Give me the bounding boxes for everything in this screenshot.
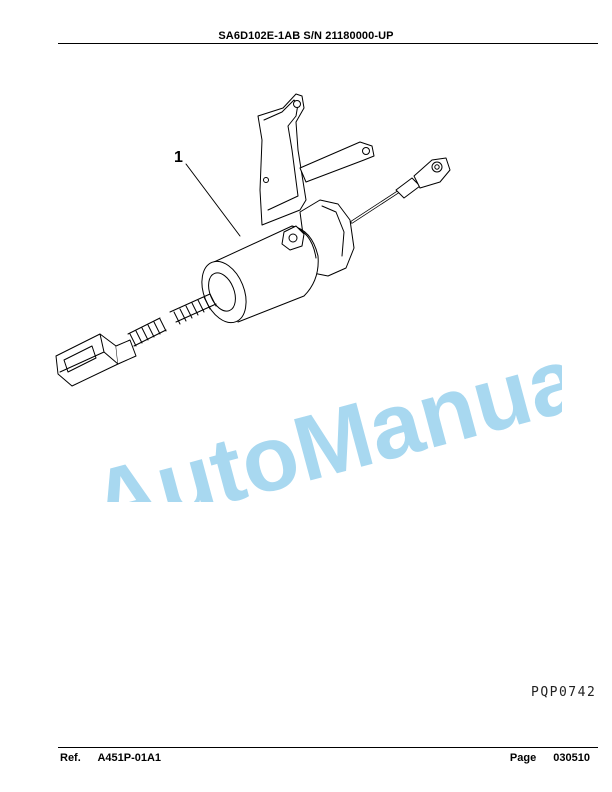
- drawing-code: PQP0742: [531, 685, 597, 700]
- watermark-text: AutoManual: [81, 321, 562, 502]
- page-label: Page: [509, 752, 537, 764]
- callout-number: 1: [174, 149, 183, 166]
- ref-value: A451P-01A1: [97, 752, 162, 764]
- plunger-spring: [169, 293, 217, 325]
- ref-label: Ref.: [60, 752, 81, 764]
- return-spring: [127, 317, 167, 347]
- header-rule: [58, 43, 598, 44]
- footer-page: Page 030510: [510, 752, 590, 764]
- link-rod: [299, 141, 375, 183]
- ring-terminal: [413, 157, 451, 189]
- bracket: [257, 93, 307, 226]
- footer-rule: [58, 747, 598, 748]
- watermark: AutoManual: [81, 321, 562, 502]
- page-value: 030510: [553, 752, 590, 764]
- page-title: SA6D102E-1AB S/N 21180000-UP: [218, 30, 394, 42]
- footer-ref: Ref. A451P-01A1: [60, 752, 161, 764]
